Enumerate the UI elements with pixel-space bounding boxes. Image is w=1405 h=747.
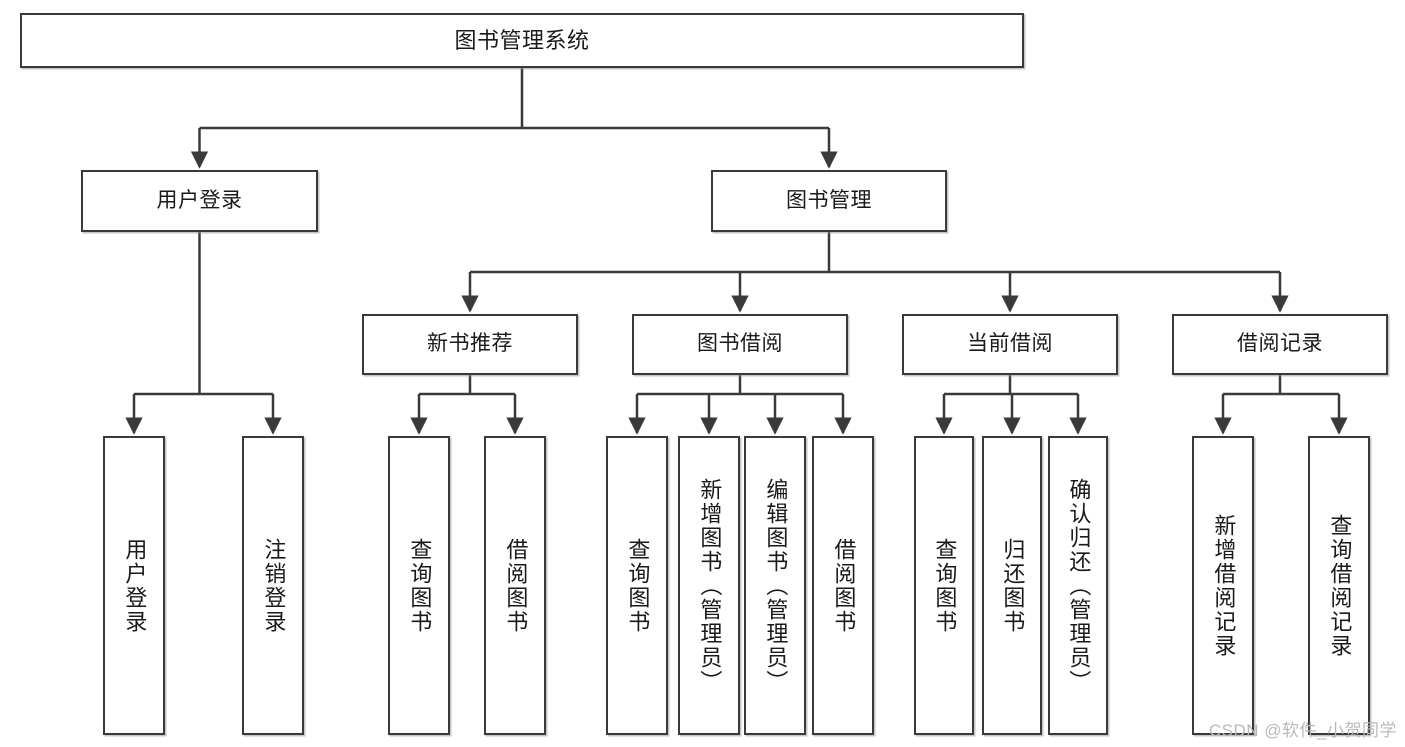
node-label: 新增图书（管理员） <box>697 477 723 694</box>
node-label: 图书借阅 <box>697 332 783 356</box>
node-label: 图书管理系统 <box>454 27 590 53</box>
node-label: 查询图书 <box>407 537 433 634</box>
node-leaf-bor-2[interactable]: 新增图书（管理员） <box>678 436 740 735</box>
node-label: 查询图书 <box>625 537 651 634</box>
node-label: 借阅图书 <box>503 537 529 634</box>
node-current[interactable]: 当前借阅 <box>902 314 1118 375</box>
node-leaf-new-2[interactable]: 借阅图书 <box>484 436 546 735</box>
node-label: 用户登录 <box>122 537 148 634</box>
node-leaf-rec-1[interactable]: 新增借阅记录 <box>1192 436 1254 735</box>
node-label: 查询借阅记录 <box>1327 513 1353 658</box>
node-leaf-rec-2[interactable]: 查询借阅记录 <box>1308 436 1370 735</box>
node-label: 借阅图书 <box>831 537 857 634</box>
node-leaf-bor-3[interactable]: 编辑图书（管理员） <box>744 436 806 735</box>
node-records[interactable]: 借阅记录 <box>1172 314 1388 375</box>
node-root[interactable]: 图书管理系统 <box>20 13 1024 68</box>
node-label: 注销登录 <box>261 537 287 634</box>
node-leaf-cur-3[interactable]: 确认归还（管理员） <box>1048 436 1108 735</box>
node-label: 新增借阅记录 <box>1211 513 1237 658</box>
node-label: 编辑图书（管理员） <box>763 477 789 694</box>
node-newbook[interactable]: 新书推荐 <box>362 314 578 375</box>
node-login[interactable]: 用户登录 <box>81 170 318 232</box>
node-label: 新书推荐 <box>427 332 513 356</box>
node-label: 确认归还（管理员） <box>1066 477 1092 694</box>
node-leaf-bor-1[interactable]: 查询图书 <box>606 436 668 735</box>
node-label: 用户登录 <box>156 188 243 212</box>
node-leaf-cur-2[interactable]: 归还图书 <box>982 436 1042 735</box>
node-leaf-login-1[interactable]: 用户登录 <box>103 436 165 735</box>
node-leaf-bor-4[interactable]: 借阅图书 <box>812 436 874 735</box>
node-label: 归还图书 <box>1000 537 1026 634</box>
node-label: 查询图书 <box>932 537 958 634</box>
node-label: 借阅记录 <box>1237 332 1323 356</box>
watermark: CSDN @软件_小贺同学 <box>1208 721 1397 740</box>
edge-paths <box>125 68 1348 435</box>
node-label: 图书管理 <box>786 188 872 212</box>
node-bookmgmt[interactable]: 图书管理 <box>711 170 947 232</box>
node-borrow[interactable]: 图书借阅 <box>632 314 848 375</box>
node-leaf-login-2[interactable]: 注销登录 <box>242 436 304 735</box>
node-label: 当前借阅 <box>967 332 1053 356</box>
node-leaf-cur-1[interactable]: 查询图书 <box>914 436 974 735</box>
node-leaf-new-1[interactable]: 查询图书 <box>388 436 450 735</box>
